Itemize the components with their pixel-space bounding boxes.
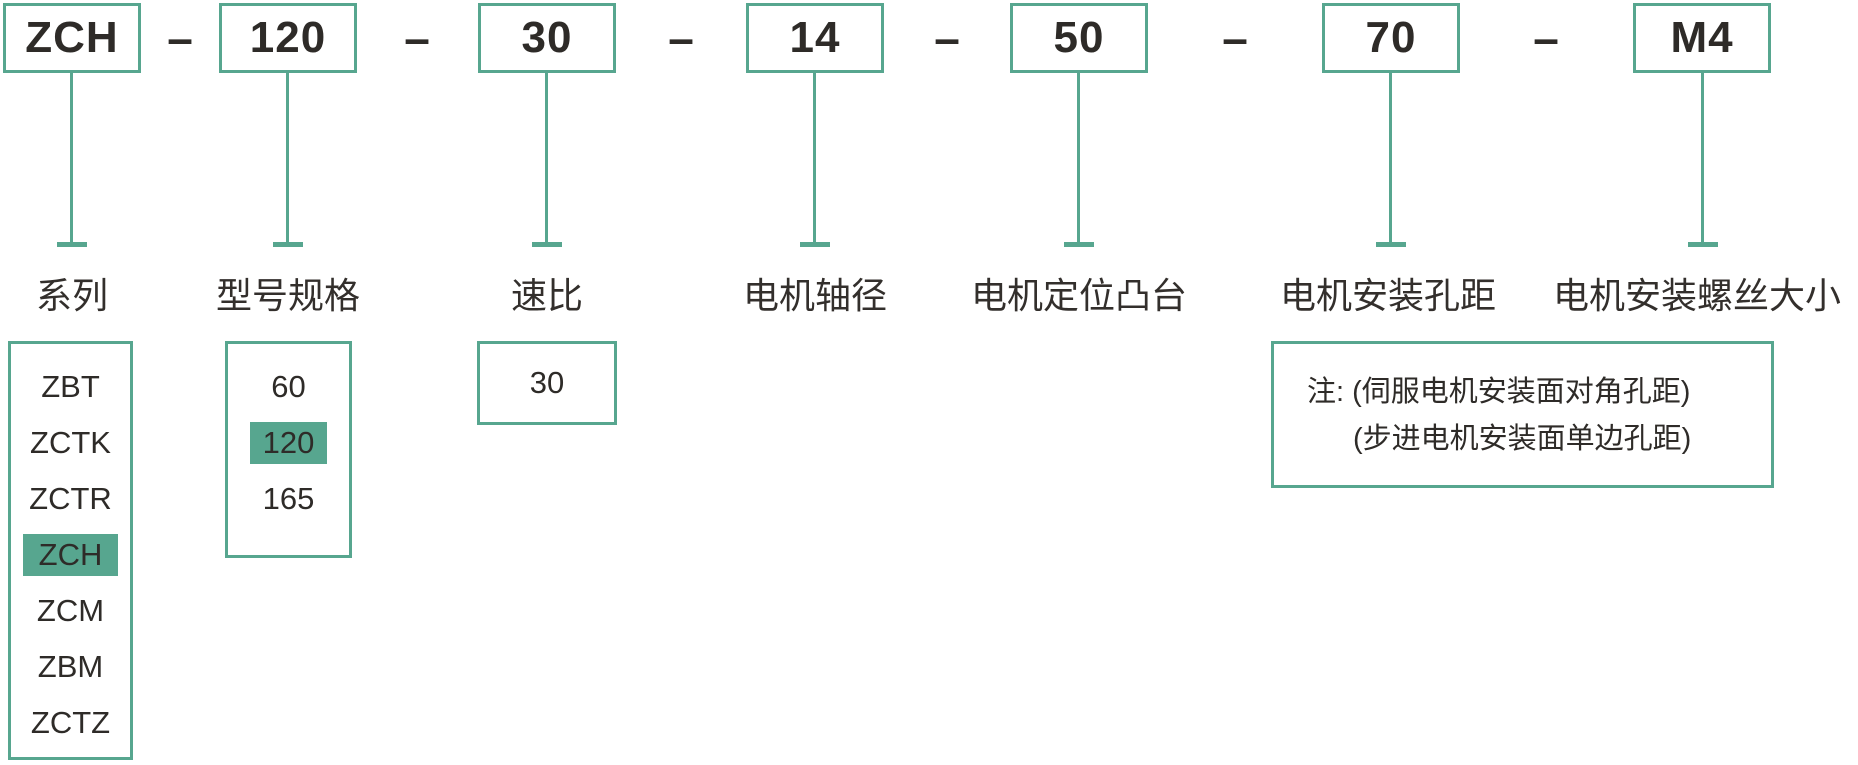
option-item-selected: ZCH	[11, 527, 130, 583]
note-line-1: 注: (伺服电机安装面对角孔距)	[1307, 376, 1691, 408]
option-item: ZBT	[11, 359, 130, 415]
option-label: 60	[271, 369, 306, 404]
option-label: ZBM	[37, 649, 104, 684]
option-item: 30	[530, 365, 564, 401]
connector-foot	[273, 242, 303, 247]
segment-label-speed-ratio: 速比	[510, 275, 583, 316]
connector-foot	[532, 242, 562, 247]
segment-label-mounting-holes: 电机安装孔距	[1279, 275, 1496, 316]
model-size-options-box: 60 120 165	[225, 341, 352, 558]
connector-line	[545, 73, 548, 243]
code-box-speed-ratio: 30	[478, 3, 616, 73]
option-label: ZCTZ	[30, 705, 111, 740]
separator-dash: –	[404, 12, 430, 64]
connector-foot	[1376, 242, 1406, 247]
option-label-selected: ZCH	[22, 533, 119, 577]
option-item: ZCTR	[11, 471, 130, 527]
connector-foot	[800, 242, 830, 247]
ratio-options-box: 30	[477, 341, 617, 425]
note-box: 注: (伺服电机安装面对角孔距) (步进电机安装面单边孔距)	[1271, 341, 1774, 488]
code-box-mounting-holes: 70	[1322, 3, 1460, 73]
connector-line	[1389, 73, 1392, 243]
separator-dash: –	[1222, 12, 1248, 64]
separator-dash: –	[934, 12, 960, 64]
separator-dash: –	[167, 12, 193, 64]
segment-label-series: 系列	[35, 275, 108, 316]
segment-label-motor-shaft: 电机轴径	[742, 275, 887, 316]
connector-line	[1701, 73, 1704, 243]
segment-label-screw-size: 电机安装螺丝大小	[1552, 275, 1841, 316]
option-label: 30	[529, 365, 565, 400]
connector-line	[70, 73, 73, 243]
option-label: 165	[262, 481, 315, 516]
option-item: 60	[228, 359, 349, 415]
code-box-series: ZCH	[3, 3, 141, 73]
option-item: ZBM	[11, 639, 130, 695]
connector-line	[286, 73, 289, 243]
connector-line	[1077, 73, 1080, 243]
segment-label-model-spec: 型号规格	[215, 275, 360, 316]
option-item: 165	[228, 471, 349, 527]
separator-dash: –	[668, 12, 694, 64]
code-box-screw-size: M4	[1633, 3, 1771, 73]
note-line-2: (步进电机安装面单边孔距)	[1353, 423, 1692, 455]
code-box-model-spec: 120	[219, 3, 357, 73]
option-label-selected: 120	[249, 421, 328, 465]
connector-foot	[57, 242, 87, 247]
option-label: ZCM	[36, 593, 105, 628]
option-item: ZCTZ	[11, 695, 130, 751]
series-options-box: ZBT ZCTK ZCTR ZCH ZCM ZBM ZCTZ	[8, 341, 133, 760]
option-item: ZCM	[11, 583, 130, 639]
option-label: ZCTK	[30, 425, 111, 460]
code-box-motor-boss: 50	[1010, 3, 1148, 73]
option-item: ZCTK	[11, 415, 130, 471]
connector-foot	[1064, 242, 1094, 247]
separator-dash: –	[1533, 12, 1559, 64]
connector-foot	[1688, 242, 1718, 247]
connector-line	[813, 73, 816, 243]
code-box-motor-shaft: 14	[746, 3, 884, 73]
option-item-selected: 120	[228, 415, 349, 471]
segment-label-motor-boss: 电机定位凸台	[970, 275, 1187, 316]
option-label: ZCTR	[29, 481, 112, 516]
option-label: ZBT	[41, 369, 100, 404]
